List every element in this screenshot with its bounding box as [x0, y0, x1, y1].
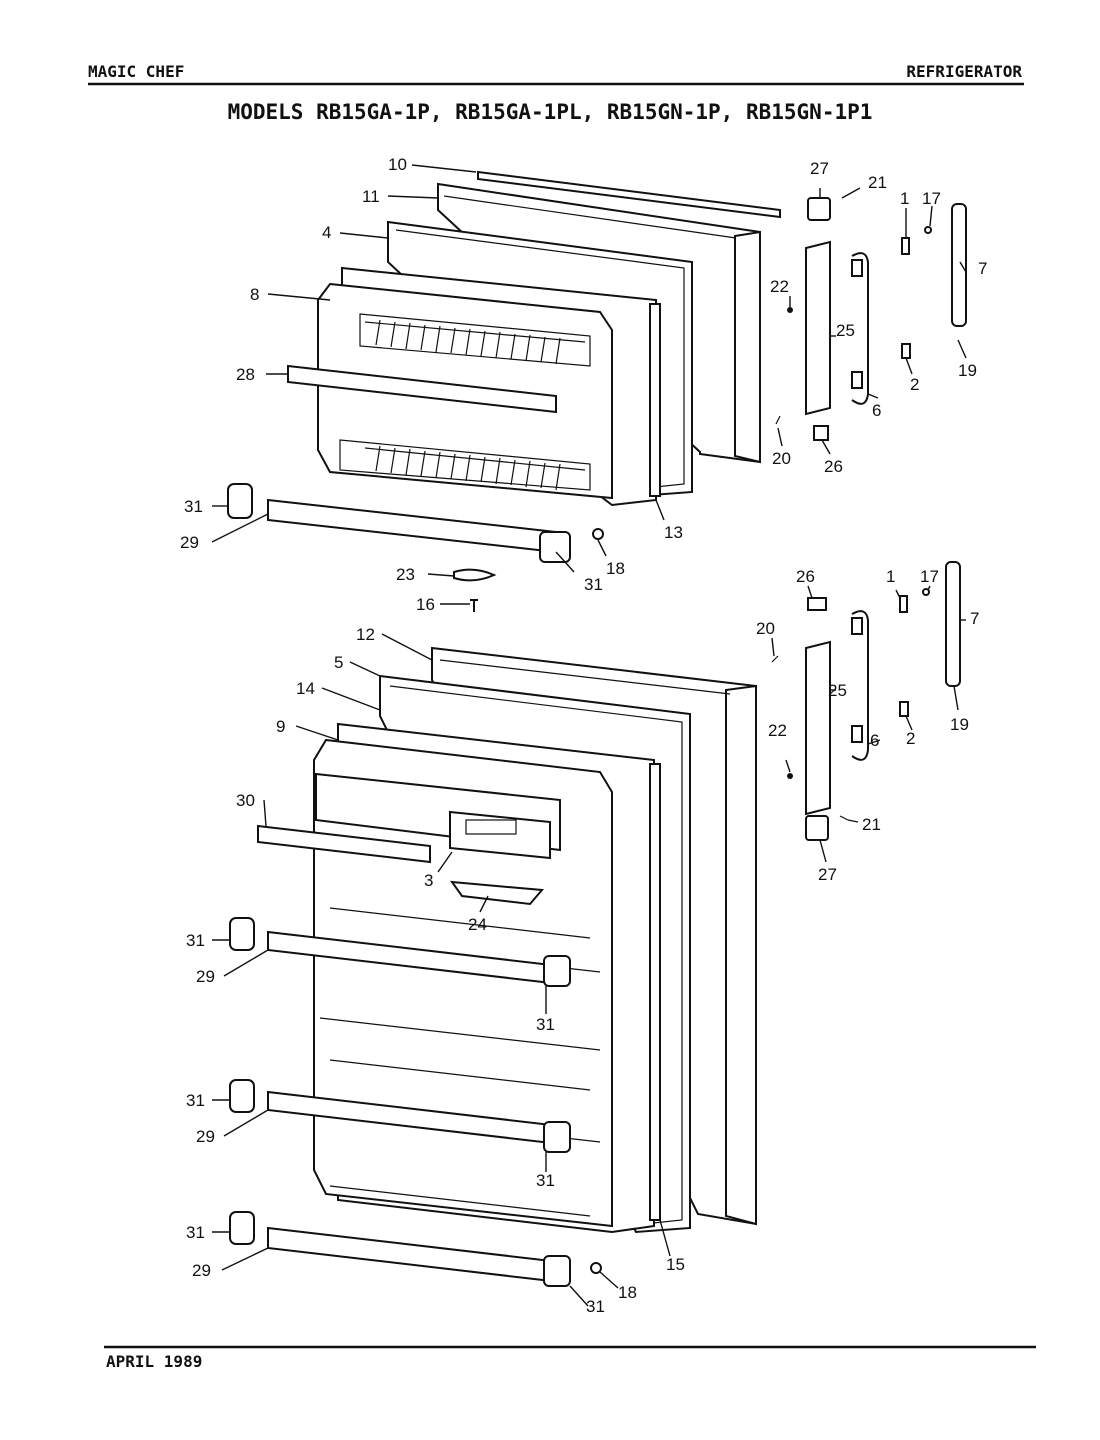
door-handle-6-lower	[851, 610, 869, 761]
shelf-end-cap	[227, 483, 253, 519]
shelf-end-cap	[229, 1079, 255, 1113]
callout-29: 29	[196, 967, 215, 986]
callout-26: 26	[796, 567, 815, 586]
callout-5: 5	[334, 653, 343, 672]
handle-trim-25	[805, 240, 831, 416]
callout-15: 15	[666, 1255, 685, 1274]
callout-17: 17	[922, 189, 941, 208]
shelf-end-cap	[229, 917, 255, 951]
callout-19: 19	[958, 361, 977, 380]
callout-6: 6	[870, 731, 879, 750]
callout-29: 29	[180, 533, 199, 552]
fresh-food-door-assembly	[229, 646, 757, 1287]
callout-2: 2	[910, 375, 919, 394]
callout-27: 27	[818, 865, 837, 884]
callout-29: 29	[192, 1261, 211, 1280]
leader-lines	[211, 164, 967, 1307]
callout-31: 31	[586, 1297, 605, 1316]
callout-6: 6	[872, 401, 881, 420]
callout-labels: 10 11 4 8 28 31 29 31 18 13 23 16 27 21 …	[180, 155, 987, 1316]
callout-7: 7	[978, 259, 987, 278]
callout-12: 12	[356, 625, 375, 644]
publication-date: APRIL 1989	[106, 1352, 203, 1371]
callout-18: 18	[606, 559, 625, 578]
shelf-end-cap	[543, 1121, 571, 1153]
shelf-end-cap	[229, 1211, 255, 1245]
door-handle-6	[851, 252, 869, 405]
callout-31: 31	[536, 1171, 555, 1190]
callout-1: 1	[900, 189, 909, 208]
callout-19: 19	[950, 715, 969, 734]
category-label: REFRIGERATOR	[906, 62, 1022, 81]
door-shelf-bar	[267, 1226, 561, 1284]
callout-9: 9	[276, 717, 285, 736]
callout-10: 10	[388, 155, 407, 174]
callout-1: 1	[886, 567, 895, 586]
freezer-door-shelf	[267, 498, 557, 554]
door-stop	[453, 568, 497, 582]
callout-31: 31	[186, 931, 205, 950]
callout-18: 18	[618, 1283, 637, 1302]
callout-23: 23	[396, 565, 415, 584]
page-title: MODELS RB15GA-1P, RB15GA-1PL, RB15GN-1P,…	[227, 100, 873, 124]
callout-22: 22	[768, 721, 787, 740]
dairy-shelf-bar	[257, 824, 431, 864]
callout-27: 27	[810, 159, 829, 178]
callout-24: 24	[468, 915, 487, 934]
callout-25: 25	[828, 681, 847, 700]
hinge-bracket-27	[807, 197, 831, 221]
hinge-cover-7	[951, 203, 967, 327]
callout-22: 22	[770, 277, 789, 296]
hinge-cover-7-lower	[945, 561, 961, 687]
door-trim-strip	[477, 170, 781, 219]
callout-17: 17	[920, 567, 939, 586]
shelf-end-cap	[543, 1255, 571, 1287]
callout-20: 20	[772, 449, 791, 468]
callout-21: 21	[862, 815, 881, 834]
callout-3: 3	[424, 871, 433, 890]
callout-11: 11	[362, 187, 380, 206]
callout-2: 2	[906, 729, 915, 748]
callout-31: 31	[186, 1223, 205, 1242]
brand-label: MAGIC CHEF	[88, 62, 185, 81]
callout-21: 21	[868, 173, 887, 192]
handle-trim-25-lower	[805, 640, 831, 816]
shelf-end-cap	[543, 955, 571, 987]
callout-31: 31	[584, 575, 603, 594]
callout-29: 29	[196, 1127, 215, 1146]
callout-31: 31	[184, 497, 203, 516]
callout-20: 20	[756, 619, 775, 638]
callout-4: 4	[322, 223, 331, 242]
callout-26: 26	[824, 457, 843, 476]
callout-13: 13	[664, 523, 683, 542]
callout-31: 31	[186, 1091, 205, 1110]
hinge-bracket-27-lower	[805, 815, 829, 841]
freezer-hardware	[775, 197, 967, 441]
callout-7: 7	[970, 609, 979, 628]
freezer-shelf-bar	[287, 364, 557, 414]
callout-28: 28	[236, 365, 255, 384]
butter-tray	[449, 880, 545, 906]
callout-16: 16	[416, 595, 435, 614]
callout-8: 8	[250, 285, 259, 304]
shelf-end-cap	[539, 531, 571, 563]
dairy-door	[449, 810, 551, 860]
callout-31: 31	[536, 1015, 555, 1034]
callout-25: 25	[836, 321, 855, 340]
freezer-door-assembly	[227, 170, 781, 612]
callout-14: 14	[296, 679, 315, 698]
callout-30: 30	[236, 791, 255, 810]
fresh-food-hardware	[771, 561, 961, 841]
